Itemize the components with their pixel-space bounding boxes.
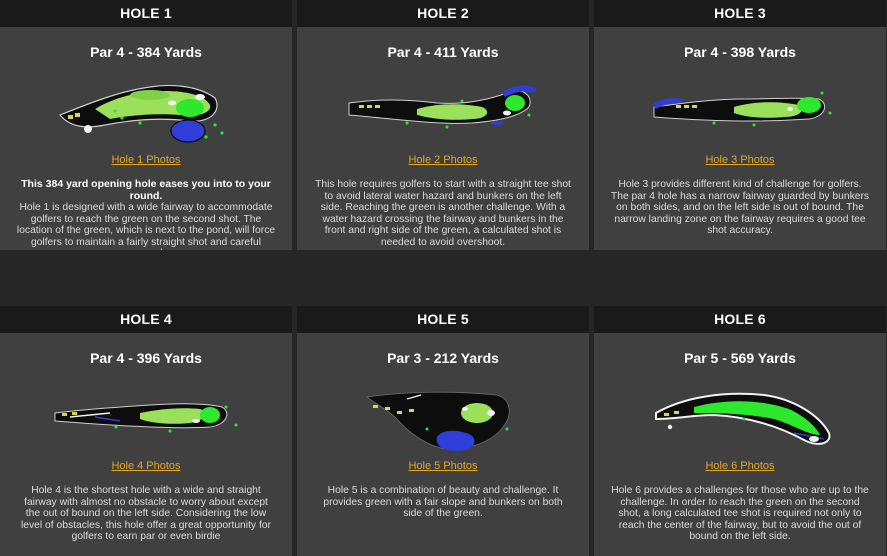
hole-card-5: HOLE 5 Par 3 - 212 Yards Hole 5 Photos H… — [297, 306, 589, 556]
hole-par-yards: Par 4 - 411 Yards — [387, 44, 499, 60]
hole-card-3: HOLE 3 Par 4 - 398 Yards Hole 3 Photos H… — [594, 0, 886, 250]
hole-par-yards: Par 4 - 384 Yards — [90, 44, 202, 60]
hole-card-6: HOLE 6 Par 5 - 569 Yards Hole 6 Photos H… — [594, 306, 886, 556]
hole-map-image — [0, 369, 292, 457]
hole-description: Hole 6 provides a challenges for those w… — [611, 485, 869, 543]
hole-map-image — [0, 63, 292, 151]
hole-map-image — [594, 369, 886, 457]
hole-photos-link[interactable]: Hole 6 Photos — [705, 460, 775, 472]
hole-description: Hole 3 provides different kind of challe… — [610, 179, 870, 237]
hole-lead-text: This 384 yard opening hole eases you int… — [21, 178, 271, 202]
hole-photos-link[interactable]: Hole 3 Photos — [705, 154, 775, 166]
hole-header: HOLE 4 — [0, 306, 292, 333]
hole-photos-link[interactable]: Hole 1 Photos — [111, 154, 181, 166]
hole-description: This hole requires golfers to start with… — [315, 179, 571, 248]
hole-map-image — [297, 63, 589, 151]
hole-map-image — [297, 369, 589, 457]
hole-header: HOLE 1 — [0, 0, 292, 27]
hole-header: HOLE 2 — [297, 0, 589, 27]
hole-par-yards: Par 5 - 569 Yards — [684, 350, 796, 366]
hole-par-yards: Par 4 - 398 Yards — [684, 44, 796, 60]
hole-description: Hole 4 is the shortest hole with a wide … — [21, 485, 271, 543]
hole-card-1: HOLE 1 Par 4 - 384 Yards Hole 1 Photos T… — [0, 0, 292, 250]
hole-card-2: HOLE 2 Par 4 - 411 Yards Hole 2 Photos T… — [297, 0, 589, 250]
hole-description: Hole 5 is a combination of beauty and ch… — [323, 485, 563, 520]
hole-header: HOLE 5 — [297, 306, 589, 333]
hole-photos-link[interactable]: Hole 4 Photos — [111, 460, 181, 472]
hole-header: HOLE 6 — [594, 306, 886, 333]
hole-par-yards: Par 4 - 396 Yards — [90, 350, 202, 366]
hole-photos-link[interactable]: Hole 2 Photos — [408, 154, 478, 166]
hole-par-yards: Par 3 - 212 Yards — [387, 350, 499, 366]
hole-photos-link[interactable]: Hole 5 Photos — [408, 460, 478, 472]
hole-map-image — [594, 63, 886, 151]
hole-header: HOLE 3 — [594, 0, 886, 27]
hole-description: Hole 1 is designed with a wide fairway t… — [16, 202, 276, 250]
hole-card-4: HOLE 4 Par 4 - 396 Yards Hole 4 Photos H… — [0, 306, 292, 556]
